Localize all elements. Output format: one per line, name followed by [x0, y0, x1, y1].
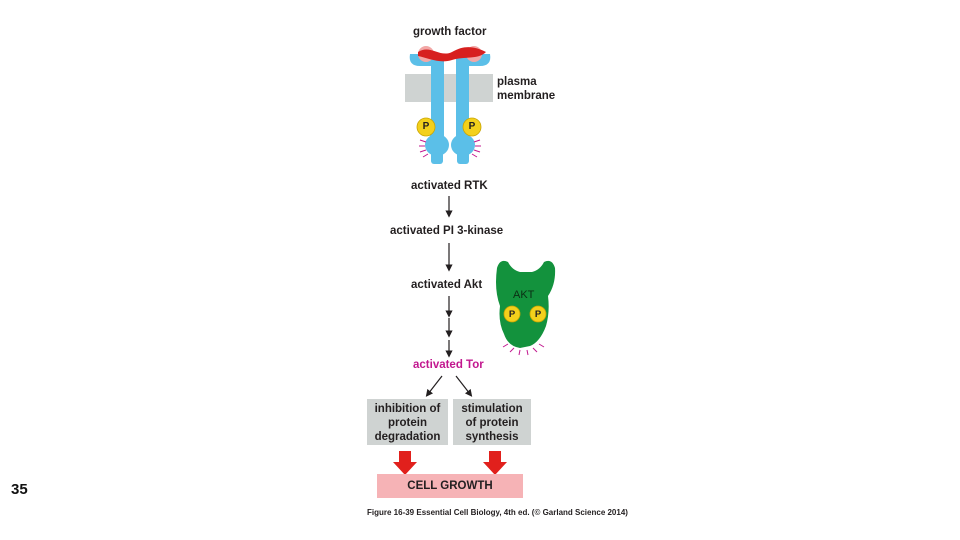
akt-protein-label: AKT — [513, 289, 535, 301]
step-activated-tor: activated Tor — [413, 359, 484, 371]
phosphate-label: P — [534, 309, 542, 320]
step-activated-pi3k: activated PI 3-kinase — [390, 225, 504, 237]
plasma-membrane-label-line2: membrane — [497, 90, 556, 102]
branch-box-left — [367, 399, 448, 445]
branch-left-line2: protein — [388, 417, 427, 429]
branch-box-right — [453, 399, 531, 445]
branch-right-line3: synthesis — [465, 431, 519, 443]
phosphate-label: P — [422, 121, 430, 132]
figure-caption: Figure 16-39 Essential Cell Biology, 4th… — [367, 508, 628, 517]
phosphate-icon — [462, 117, 482, 137]
slide-number: 35 — [11, 481, 28, 498]
big-red-arrow — [483, 451, 507, 475]
receptor-tyrosine-kinase — [409, 54, 491, 164]
step-activated-akt: activated Akt — [411, 279, 483, 291]
activation-marks-rtk — [419, 139, 481, 158]
big-red-arrow — [393, 451, 417, 475]
growth-factor-molecule — [418, 46, 486, 62]
step-activated-rtk: activated RTK — [411, 180, 488, 192]
akt-protein — [496, 260, 556, 348]
outcome-cell-growth: CELL GROWTH — [407, 480, 493, 492]
branch-left-line1: inhibition of — [374, 403, 441, 415]
phosphate-label: P — [508, 309, 516, 320]
branch-right-line1: stimulation — [461, 403, 523, 415]
phosphate-icon — [416, 117, 436, 137]
phosphate-label: P — [468, 121, 476, 132]
plasma-membrane-label-line1: plasma — [497, 76, 537, 88]
outcome-box — [377, 474, 523, 498]
branch-left-line3: degradation — [374, 431, 441, 443]
akt-activation-marks — [502, 343, 545, 356]
phosphate-icon — [529, 305, 547, 323]
branch-right-line2: of protein — [465, 417, 519, 429]
phosphate-icon — [503, 305, 521, 323]
growth-factor-label: growth factor — [413, 26, 487, 38]
pathway-arrows — [425, 196, 473, 397]
plasma-membrane — [405, 74, 493, 102]
